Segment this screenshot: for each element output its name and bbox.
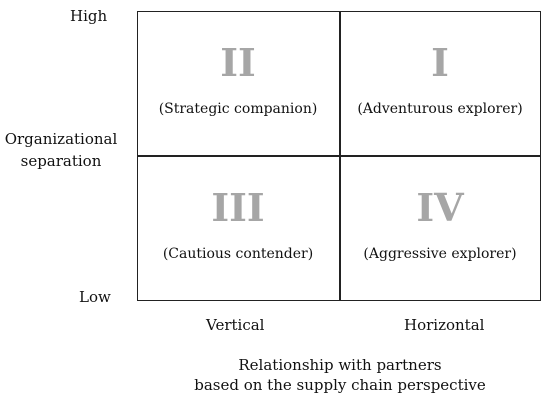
x-axis-title: Relationship with partners based on the … [170,355,510,395]
y-axis-title-line2: separation [20,152,102,170]
quadrant-iv-label: (Aggressive explorer) [363,246,517,262]
quadrant-iii-numeral: III [211,185,265,230]
matrix-horizontal-divider [137,155,541,157]
quadrant-ii: II (Strategic companion) [137,11,339,156]
x-axis-title-line2: based on the supply chain perspective [194,376,486,394]
y-axis-low-label: Low [79,288,111,306]
x-axis-right-label: Horizontal [404,316,485,334]
quadrant-i: I (Adventurous explorer) [339,11,541,156]
quadrant-iii-label: (Cautious contender) [162,246,314,262]
quadrant-i-label: (Adventurous explorer) [357,101,523,117]
quadrant-ii-numeral: II [220,40,256,85]
quadrant-iii: III (Cautious contender) [137,156,339,301]
x-axis-left-label: Vertical [206,316,265,334]
quadrant-iv-numeral: IV [416,185,464,230]
quadrant-ii-label: (Strategic companion) [158,101,318,117]
x-axis-title-line1: Relationship with partners [238,356,442,374]
quadrant-iv: IV (Aggressive explorer) [339,156,541,301]
quadrant-i-numeral: I [431,40,449,85]
y-axis-title-line1: Organizational [4,130,118,148]
y-axis-title: Organizational separation [0,128,122,172]
y-axis-high-label: High [70,7,108,25]
